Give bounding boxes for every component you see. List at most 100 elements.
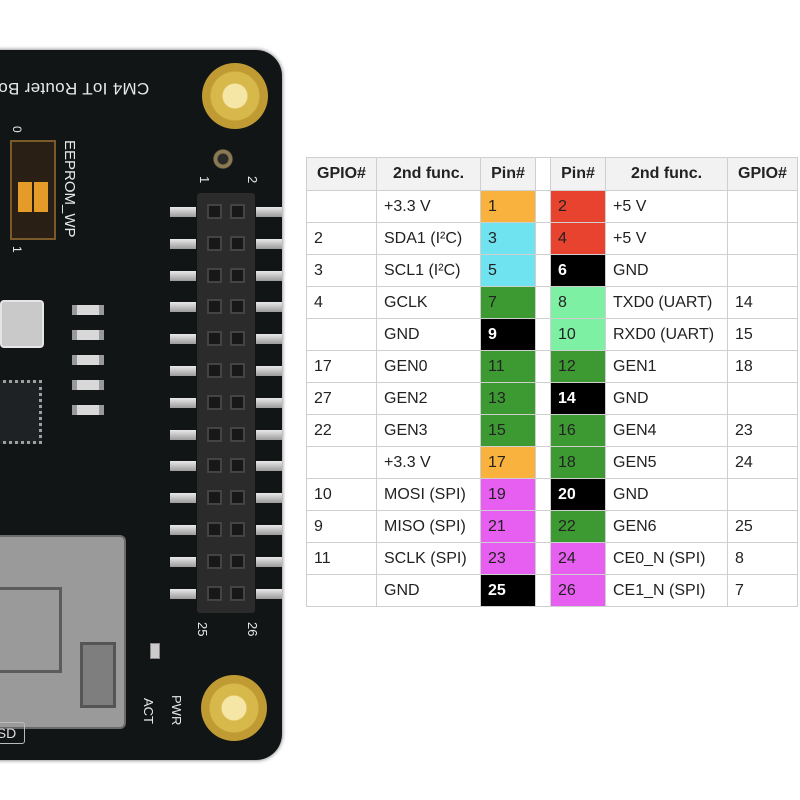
header-pin-row: [170, 261, 282, 291]
header-pin-row: [170, 356, 282, 386]
header-pin: [230, 490, 245, 506]
dip-switch-lever-2: [34, 182, 48, 212]
pin-lead: [256, 238, 282, 249]
pin-lead: [170, 556, 196, 567]
header-pin: [230, 235, 245, 251]
column-gap: [535, 254, 551, 287]
pin-number-cell: 11: [480, 350, 536, 383]
header-pin-row: [170, 229, 282, 259]
pin-lead: [256, 366, 282, 376]
pin-lead: [170, 302, 196, 313]
function-cell: GEN5: [605, 446, 728, 479]
header-pin: [230, 553, 245, 569]
function-cell: GEN0: [376, 350, 481, 383]
gpio-cell: 27: [306, 382, 377, 415]
header-pin-row: [170, 547, 282, 577]
header-pin: [207, 458, 222, 474]
pin-lead: [256, 461, 282, 472]
gpio-cell: 7: [727, 574, 798, 607]
dip-switch: [10, 140, 56, 240]
header-pin: [207, 490, 222, 506]
header-pin-row: [170, 292, 282, 322]
header-pin: [230, 458, 245, 474]
pin-number-cell: 17: [480, 446, 536, 479]
column-gap: [535, 382, 551, 415]
header-pin-row: [170, 420, 282, 450]
pin-number-cell: 1: [480, 190, 536, 223]
header-pin: [230, 522, 245, 537]
micro-sd-slot: [0, 535, 126, 729]
header-pin-row: [170, 451, 282, 481]
function-cell: GCLK: [376, 286, 481, 319]
micro-sd-inner: [0, 587, 62, 673]
column-gap: [535, 510, 551, 543]
header-pin: [207, 267, 222, 283]
pin-number-cell: 20: [550, 478, 606, 511]
header-pin: [230, 363, 245, 378]
smd-component: [72, 405, 104, 415]
qfp-chip: [0, 380, 42, 444]
sd-label: oSD: [0, 722, 26, 744]
function-cell: GND: [376, 318, 481, 351]
function-cell: MOSI (SPI): [376, 478, 481, 511]
header-pin-row: [170, 579, 282, 609]
function-cell: GEN4: [605, 414, 728, 447]
column-gap: [535, 574, 551, 607]
pin-lead: [170, 461, 196, 472]
header-pin-row: [170, 324, 282, 354]
gpio-cell: 11: [306, 542, 377, 575]
gpio-cell: 8: [727, 542, 798, 575]
pin-lead: [256, 493, 282, 504]
header-func-left: 2nd func.: [376, 157, 481, 191]
header-gpio-left: GPIO#: [306, 157, 377, 191]
gpio-cell: 17: [306, 350, 377, 383]
pin-number-cell: 8: [550, 286, 606, 319]
pin-lead: [170, 207, 196, 217]
pin-number-cell: 3: [480, 222, 536, 255]
eeprom-wp-label: EEPROM_WP: [61, 140, 78, 238]
dip-label-1: 1: [10, 246, 24, 253]
gpio-pinout-table: GPIO# 2nd func. Pin# Pin# 2nd func. GPIO…: [306, 157, 798, 607]
pin-number-cell: 5: [480, 254, 536, 287]
pin-lead: [256, 397, 282, 408]
header-pin: [207, 585, 222, 601]
pin-number-cell: 25: [480, 574, 536, 607]
pin-lead: [170, 493, 196, 504]
micro-sd-latch: [80, 642, 116, 708]
gpio-cell: 22: [306, 414, 377, 447]
pin-lead: [170, 525, 196, 535]
function-cell: +5 V: [605, 190, 728, 223]
function-cell: GND: [605, 254, 728, 287]
pin-number-cell: 16: [550, 414, 606, 447]
pin-number-cell: 9: [480, 318, 536, 351]
header-pin: [207, 363, 222, 378]
column-gap: [535, 157, 551, 191]
column-gap: [535, 286, 551, 319]
pin-lead: [256, 207, 282, 217]
function-cell: CE1_N (SPI): [605, 574, 728, 607]
gpio-cell: [727, 222, 798, 255]
column-gap: [535, 318, 551, 351]
pin-number-cell: 18: [550, 446, 606, 479]
mounting-hole-bottom: [201, 675, 267, 741]
column-gap: [535, 414, 551, 447]
column-gap: [535, 222, 551, 255]
header-pin-row: [170, 197, 282, 227]
gpio-cell: [727, 254, 798, 287]
header-pin: [207, 522, 222, 537]
smd-component: [72, 355, 104, 365]
gpio-cell: 3: [306, 254, 377, 287]
function-cell: GEN1: [605, 350, 728, 383]
header-pin: [230, 585, 245, 601]
header-pin: [230, 394, 245, 410]
header-pin: [230, 267, 245, 283]
header-gpio-right: GPIO#: [727, 157, 798, 191]
function-cell: SCL1 (I²C): [376, 254, 481, 287]
act-led-label: ACT: [141, 698, 156, 724]
function-cell: RXD0 (UART): [605, 318, 728, 351]
